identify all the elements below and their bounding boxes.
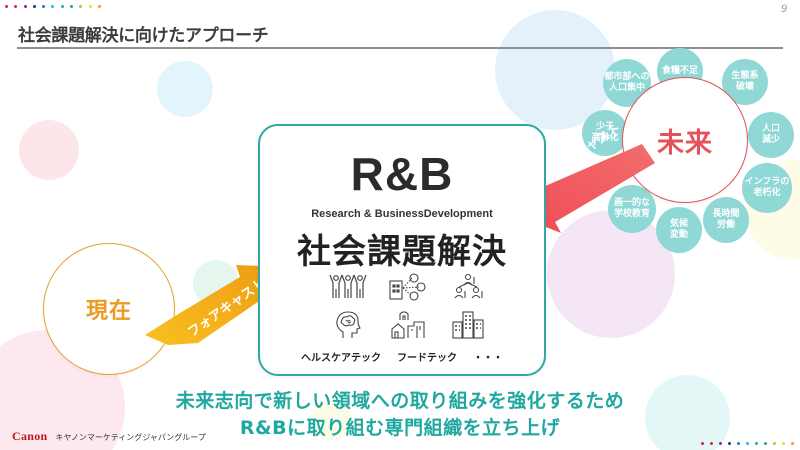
city-buildings-icon: [438, 310, 498, 340]
bg-circle-pink-left: [19, 120, 79, 180]
decor-dot: [70, 5, 74, 8]
present-label: 現在: [85, 299, 132, 324]
decor-dot: [719, 442, 722, 445]
decor-dot: [737, 442, 740, 445]
page-number: 9: [780, 3, 787, 15]
issue-bubble-climate: 気候 変動: [656, 207, 702, 253]
decor-dots-bottom: [701, 442, 800, 445]
issue-bubble-infrastructure: インフラの 老朽化: [742, 163, 792, 213]
decor-dot: [60, 5, 64, 8]
tech-examples: ヘルスケアテック フードテック ・・・: [260, 349, 544, 364]
future-circle: 未来: [622, 77, 748, 203]
decor-dot: [88, 5, 92, 8]
tech-more: ・・・: [473, 353, 503, 364]
team-hierarchy-icon: [438, 272, 498, 302]
decor-dot: [51, 5, 55, 8]
decor-dot: [782, 442, 785, 445]
decor-dot: [746, 442, 749, 445]
bg-circle-cyan-bottom: [645, 375, 730, 450]
decor-dot: [42, 5, 46, 8]
decor-dot: [32, 5, 36, 8]
decor-dot: [5, 5, 8, 8]
rb-icon-grid: [318, 272, 498, 340]
rb-title: R&B: [350, 148, 454, 200]
decor-dot: [773, 442, 776, 445]
message-line-1: 未来志向で新しい領域への取り組みを強化するため: [175, 390, 625, 412]
bg-circle-purple: [547, 210, 675, 338]
issue-bubble-aging: 少子 高齢化: [582, 110, 628, 156]
decor-dots-top: [5, 5, 107, 8]
people-raising-hands-icon: [318, 272, 378, 302]
rb-subtitle: Research & BusinessDevelopment: [311, 208, 493, 220]
bg-circle-blue-top: [157, 61, 213, 117]
decor-dot: [764, 442, 767, 445]
decor-dot: [14, 5, 18, 8]
decor-dot: [728, 442, 731, 445]
canon-logo: Canon: [12, 429, 48, 443]
decor-dot: [701, 442, 704, 445]
footer-brand: Canon キヤノンマーケティングジャパングループ: [12, 429, 206, 444]
decor-dot: [97, 5, 101, 8]
issue-bubble-long-hours: 長時間 労働: [703, 197, 749, 243]
tech-healthcare: ヘルスケアテック: [301, 353, 381, 364]
rb-box: R&B Research & BusinessDevelopment 社会課題解…: [258, 124, 546, 376]
present-circle: 現在: [43, 243, 175, 375]
decor-dot: [23, 5, 27, 8]
future-label: 未来: [657, 127, 713, 159]
houses-icon: [378, 310, 438, 340]
page-title: 社会課題解決に向けたアプローチ: [18, 26, 269, 46]
building-network-icon: [378, 272, 438, 302]
decor-dot: [791, 442, 794, 445]
decor-dot: [755, 442, 758, 445]
backcast-arrow: [515, 144, 655, 233]
message-line-2: R&Bに取り組む専門組織を立ち上げ: [239, 417, 561, 439]
title-divider: [17, 47, 783, 49]
decor-dot: [710, 442, 713, 445]
forecast-arrow: [145, 265, 285, 345]
issue-bubble-education: 画一的な 学校教育: [608, 185, 656, 233]
issue-bubble-population-decline: 人口 減少: [748, 112, 794, 158]
bg-circle-blue-right: [495, 10, 615, 130]
company-name: キヤノンマーケティングジャパングループ: [55, 433, 206, 442]
brain-head-icon: [318, 310, 378, 340]
decor-dot: [79, 5, 83, 8]
bg-circle-yellow-bottom: [312, 400, 352, 440]
rb-main-heading: 社会課題解決: [297, 232, 507, 272]
tech-foodtech: フードテック: [397, 353, 457, 364]
